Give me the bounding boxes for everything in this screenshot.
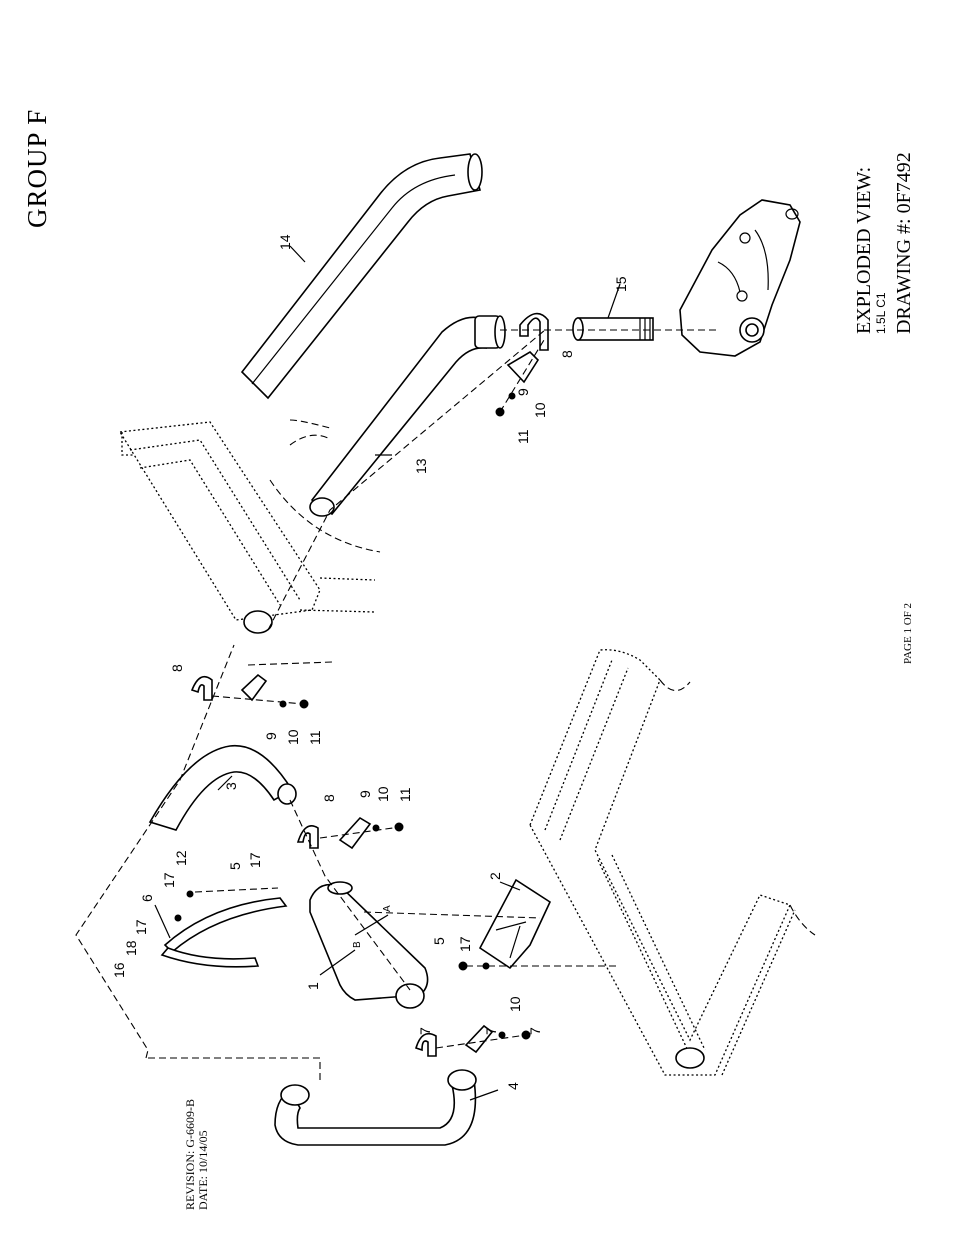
callout-12: 12 (173, 850, 189, 866)
callout-7-clamp: 7 (483, 1027, 499, 1035)
callout-3: 3 (223, 782, 239, 790)
part-1-muffler (309, 881, 429, 1009)
muffler-arrow-b: B (352, 941, 363, 948)
callout-17-strap: 17 (161, 872, 177, 888)
part-6-straps (160, 890, 288, 968)
callout-8-upper: 8 (559, 350, 575, 358)
callout-13: 13 (413, 458, 429, 474)
part-14-tailpipe (240, 153, 483, 400)
exhaust-manifold (679, 199, 801, 357)
callout-17-bracket: 17 (457, 936, 473, 952)
callout-8-middle: 8 (321, 794, 337, 802)
ubolt-group-upper (495, 312, 549, 417)
assembly-lines (75, 329, 720, 1080)
callout-10-middle: 10 (375, 786, 391, 802)
part-2-bracket (458, 878, 552, 971)
callout-8-frame: 8 (169, 664, 185, 672)
callout-9-upper: 9 (515, 388, 531, 396)
callout-2: 2 (487, 872, 503, 880)
callout-9-frame: 9 (263, 732, 279, 740)
ubolt-group-frame (190, 673, 309, 709)
muffler-arrow-a: A (382, 905, 393, 912)
callout-17-upper: 17 (247, 852, 263, 868)
part-4-inlet-pipe (274, 1069, 477, 1146)
callout-11-middle: 11 (397, 787, 413, 802)
callout-7-ubolt: 7 (417, 1027, 433, 1035)
vehicle-frame-upper (118, 419, 381, 666)
callout-9-middle: 9 (357, 790, 373, 798)
callout-15: 15 (613, 276, 629, 292)
vehicle-frame-lower (529, 649, 816, 1076)
part-3-intermediate-pipe (148, 744, 297, 831)
ubolt-group-middle (296, 816, 404, 850)
callout-11-frame: 11 (307, 730, 323, 745)
callout-6: 6 (139, 894, 155, 902)
callout-10-lower: 10 (507, 996, 523, 1012)
part-13-tailpipe (309, 315, 506, 517)
callout-5-bracket: 5 (431, 937, 447, 945)
callout-11-upper: 11 (515, 429, 531, 444)
callout-1: 1 (305, 982, 321, 990)
callout-10-frame: 10 (285, 729, 301, 745)
callout-14: 14 (277, 234, 293, 250)
callout-16: 16 (111, 962, 127, 978)
callout-numbers: 1 2 3 4 5 5 6 7 7 7 8 8 8 9 9 9 10 10 10… (111, 234, 629, 1090)
callout-5-strap: 5 (227, 862, 243, 870)
callout-10-upper: 10 (532, 402, 548, 418)
ubolt-group-lower (415, 1024, 531, 1057)
callout-17-left: 17 (133, 919, 149, 935)
callout-18: 18 (123, 940, 139, 956)
part-15-connector-pipe (572, 317, 654, 341)
callout-4: 4 (505, 1082, 521, 1090)
callout-leaders (154, 245, 621, 1101)
callout-7-nut: 7 (527, 1027, 543, 1035)
